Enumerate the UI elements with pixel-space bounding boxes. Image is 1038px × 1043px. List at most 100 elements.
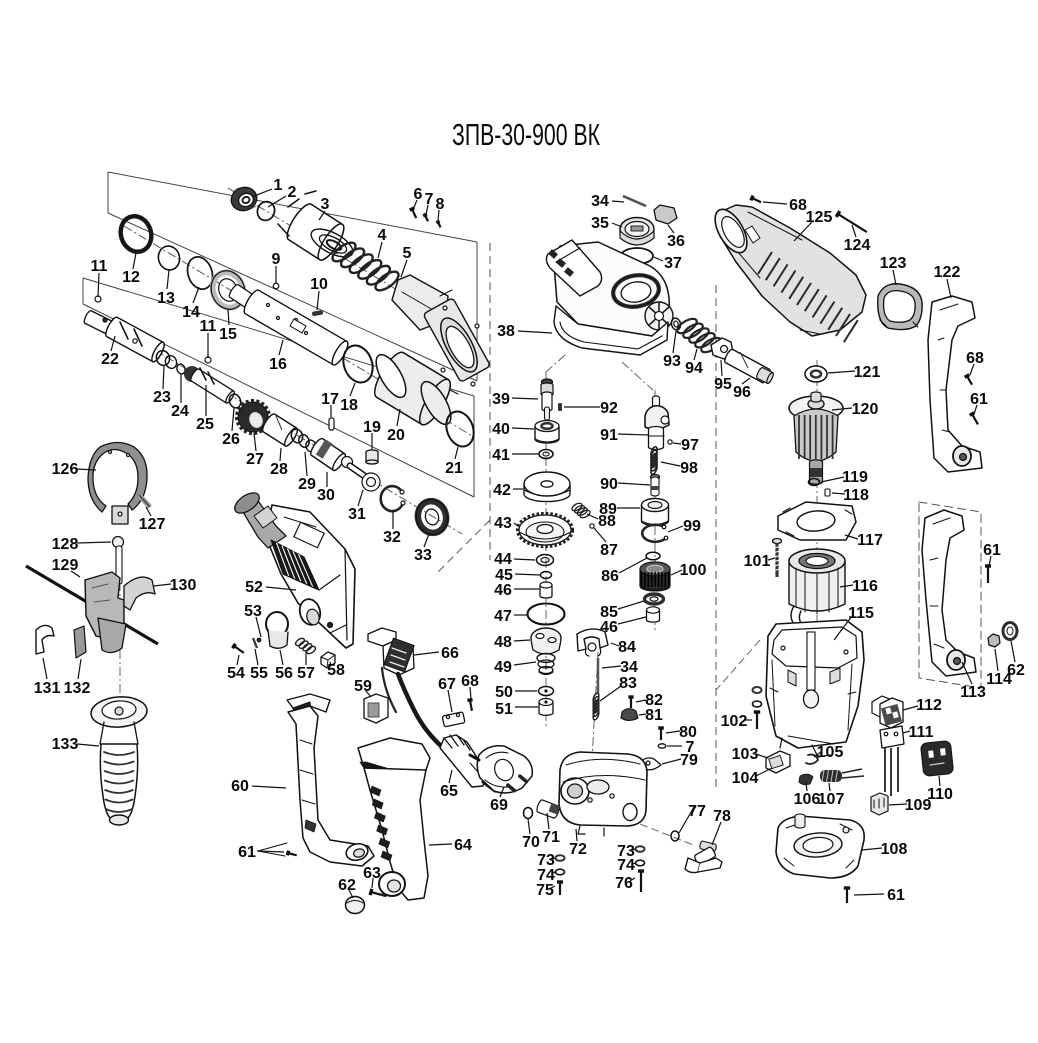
svg-text:10: 10 xyxy=(310,276,328,293)
svg-text:45: 45 xyxy=(495,567,513,584)
svg-text:14: 14 xyxy=(182,304,200,321)
svg-text:74: 74 xyxy=(617,857,635,874)
svg-text:23: 23 xyxy=(153,389,171,406)
svg-text:118: 118 xyxy=(843,487,869,504)
svg-text:92: 92 xyxy=(600,400,618,417)
svg-text:73: 73 xyxy=(617,843,635,860)
svg-text:60: 60 xyxy=(231,778,249,795)
svg-text:76: 76 xyxy=(615,875,633,892)
svg-text:119: 119 xyxy=(842,469,868,486)
svg-text:12: 12 xyxy=(122,269,140,286)
svg-text:74: 74 xyxy=(537,867,555,884)
svg-text:70: 70 xyxy=(522,834,540,851)
svg-text:46: 46 xyxy=(494,582,512,599)
svg-text:82: 82 xyxy=(645,692,663,709)
svg-text:47: 47 xyxy=(494,608,512,625)
svg-text:117: 117 xyxy=(857,532,883,549)
svg-text:104: 104 xyxy=(732,770,759,787)
svg-text:68: 68 xyxy=(789,197,807,214)
svg-text:105: 105 xyxy=(817,744,844,761)
svg-text:48: 48 xyxy=(494,634,512,651)
svg-text:78: 78 xyxy=(713,808,731,825)
svg-text:94: 94 xyxy=(685,360,703,377)
svg-text:61: 61 xyxy=(983,542,1001,559)
svg-text:62: 62 xyxy=(1007,662,1025,679)
svg-text:20: 20 xyxy=(387,427,405,444)
svg-text:16: 16 xyxy=(269,356,287,373)
svg-text:93: 93 xyxy=(663,353,681,370)
svg-text:97: 97 xyxy=(681,437,699,454)
svg-text:79: 79 xyxy=(680,752,698,769)
svg-text:126: 126 xyxy=(52,461,79,478)
svg-text:26: 26 xyxy=(222,431,240,448)
svg-text:52: 52 xyxy=(245,579,263,596)
svg-text:15: 15 xyxy=(219,326,237,343)
svg-text:81: 81 xyxy=(645,707,663,724)
svg-text:64: 64 xyxy=(454,837,472,854)
svg-text:25: 25 xyxy=(196,416,214,433)
svg-text:34: 34 xyxy=(620,659,638,676)
svg-text:133: 133 xyxy=(52,736,79,753)
svg-text:102: 102 xyxy=(721,713,748,730)
svg-text:61: 61 xyxy=(970,391,988,408)
svg-text:17: 17 xyxy=(321,391,339,408)
svg-text:108: 108 xyxy=(881,841,908,858)
svg-text:56: 56 xyxy=(275,665,293,682)
svg-text:72: 72 xyxy=(569,841,587,858)
svg-text:85: 85 xyxy=(600,604,618,621)
svg-text:68: 68 xyxy=(966,350,984,367)
svg-text:40: 40 xyxy=(492,421,510,438)
svg-text:121: 121 xyxy=(854,364,881,381)
svg-text:75: 75 xyxy=(536,882,554,899)
svg-text:112: 112 xyxy=(916,697,942,714)
svg-text:87: 87 xyxy=(600,542,618,559)
svg-text:115: 115 xyxy=(848,605,874,622)
svg-text:122: 122 xyxy=(934,264,961,281)
svg-text:58: 58 xyxy=(327,662,345,679)
svg-text:106: 106 xyxy=(794,791,821,808)
svg-text:2: 2 xyxy=(288,184,297,201)
svg-text:19: 19 xyxy=(363,419,381,436)
svg-text:21: 21 xyxy=(445,460,463,477)
svg-text:6: 6 xyxy=(414,186,423,203)
svg-text:107: 107 xyxy=(818,791,845,808)
svg-text:132: 132 xyxy=(64,680,91,697)
svg-text:34: 34 xyxy=(591,193,609,210)
svg-text:28: 28 xyxy=(270,461,288,478)
svg-text:3: 3 xyxy=(321,196,330,213)
svg-text:44: 44 xyxy=(494,551,512,568)
svg-text:123: 123 xyxy=(880,255,907,272)
svg-text:42: 42 xyxy=(493,482,511,499)
svg-text:69: 69 xyxy=(490,797,508,814)
svg-text:67: 67 xyxy=(438,676,456,693)
svg-text:91: 91 xyxy=(600,427,618,444)
svg-text:27: 27 xyxy=(246,451,264,468)
svg-text:55: 55 xyxy=(250,665,268,682)
svg-text:68: 68 xyxy=(461,673,479,690)
svg-text:46: 46 xyxy=(600,619,618,636)
svg-text:18: 18 xyxy=(340,397,358,414)
svg-text:120: 120 xyxy=(852,401,879,418)
svg-text:11: 11 xyxy=(91,258,108,275)
svg-text:124: 124 xyxy=(844,237,871,254)
svg-text:59: 59 xyxy=(354,678,372,695)
svg-text:109: 109 xyxy=(905,797,932,814)
svg-text:65: 65 xyxy=(440,783,458,800)
svg-text:51: 51 xyxy=(495,701,513,718)
svg-text:116: 116 xyxy=(852,578,878,595)
svg-text:29: 29 xyxy=(298,476,316,493)
svg-text:129: 129 xyxy=(52,557,79,574)
svg-text:11: 11 xyxy=(200,318,217,335)
svg-text:113: 113 xyxy=(960,684,986,701)
svg-text:31: 31 xyxy=(348,506,366,523)
svg-text:7: 7 xyxy=(425,191,434,208)
svg-text:101: 101 xyxy=(744,553,771,570)
svg-text:38: 38 xyxy=(497,323,515,340)
svg-text:130: 130 xyxy=(170,577,197,594)
svg-text:111: 111 xyxy=(909,724,934,741)
svg-text:128: 128 xyxy=(52,536,79,553)
svg-text:114: 114 xyxy=(986,671,1012,688)
svg-text:83: 83 xyxy=(619,675,637,692)
svg-text:53: 53 xyxy=(244,603,262,620)
svg-text:90: 90 xyxy=(600,476,618,493)
